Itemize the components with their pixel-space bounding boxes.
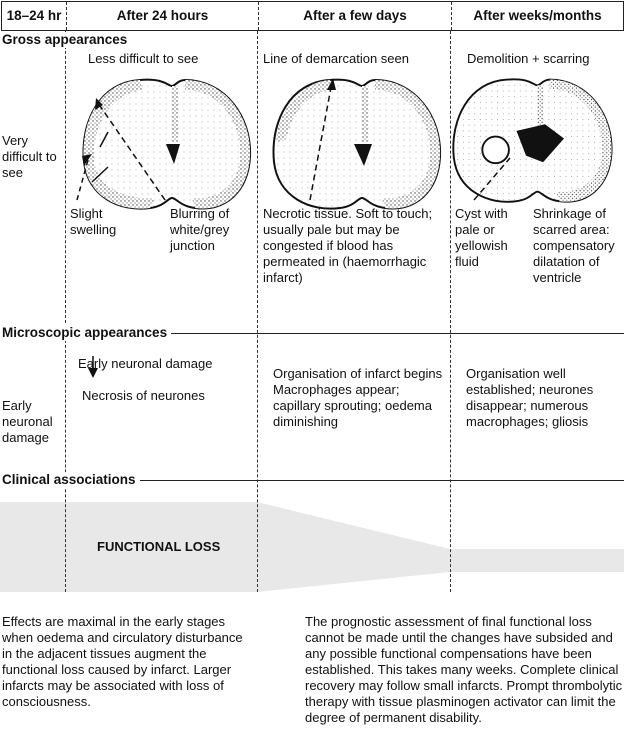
functional-loss-label: FUNCTIONAL LOSS — [97, 539, 221, 554]
micro-col1-bottom: Necrosis of neurones — [82, 388, 205, 403]
brain-days-illustration — [272, 78, 442, 210]
header-24-hours: After 24 hours — [66, 2, 258, 30]
rule-clinical — [130, 480, 624, 481]
gross-col2-title: Line of demarcation seen — [263, 51, 409, 66]
gross-col2-note: Necrotic tissue. Soft to touch; usually … — [263, 206, 433, 285]
gross-col1-note-a: Slight swelling — [70, 206, 117, 237]
micro-col3: Organisation well established; neurones … — [466, 366, 594, 429]
divider-2 — [257, 31, 258, 592]
clinical-right-text: The prognostic assessment of final funct… — [305, 614, 623, 725]
micro-col1-top: Early neuronal damage — [78, 356, 213, 371]
section-gross: Gross appearances — [2, 32, 132, 48]
section-clinical: Clinical associations — [2, 472, 140, 488]
gross-col0: Very difficult to see — [2, 133, 57, 180]
divider-3 — [450, 31, 451, 592]
section-micro: Microscopic appearances — [2, 325, 172, 341]
timeline-header: 18–24 hr After 24 hours After a few days… — [1, 1, 624, 31]
micro-col2: Organisation of infarct begins Macrophag… — [273, 366, 443, 429]
header-few-days: After a few days — [258, 2, 451, 30]
rule-micro — [160, 333, 624, 334]
header-18-24hr: 18–24 hr — [6, 8, 62, 23]
functional-loss-band — [0, 502, 624, 592]
gross-col1-title: Less difficult to see — [88, 51, 199, 66]
gross-col3-note-b: Shrinkage of scarred area: compensatory … — [533, 206, 615, 285]
gross-col3-note-a: Cyst with pale or yellowish fluid — [455, 206, 508, 269]
brain-24h-illustration — [82, 78, 252, 210]
header-weeks-months: After weeks/months — [451, 2, 623, 30]
divider-1 — [65, 31, 66, 592]
micro-col0: Early neuronal damage — [2, 398, 53, 445]
clinical-left-text: Effects are maximal in the early stages … — [2, 614, 243, 709]
gross-col3-title: Demolition + scarring — [467, 51, 590, 66]
gross-col1-note-b: Blurring of white/grey junction — [170, 206, 230, 253]
brain-weeks-illustration — [452, 78, 613, 203]
pointer-arrows — [97, 81, 511, 201]
